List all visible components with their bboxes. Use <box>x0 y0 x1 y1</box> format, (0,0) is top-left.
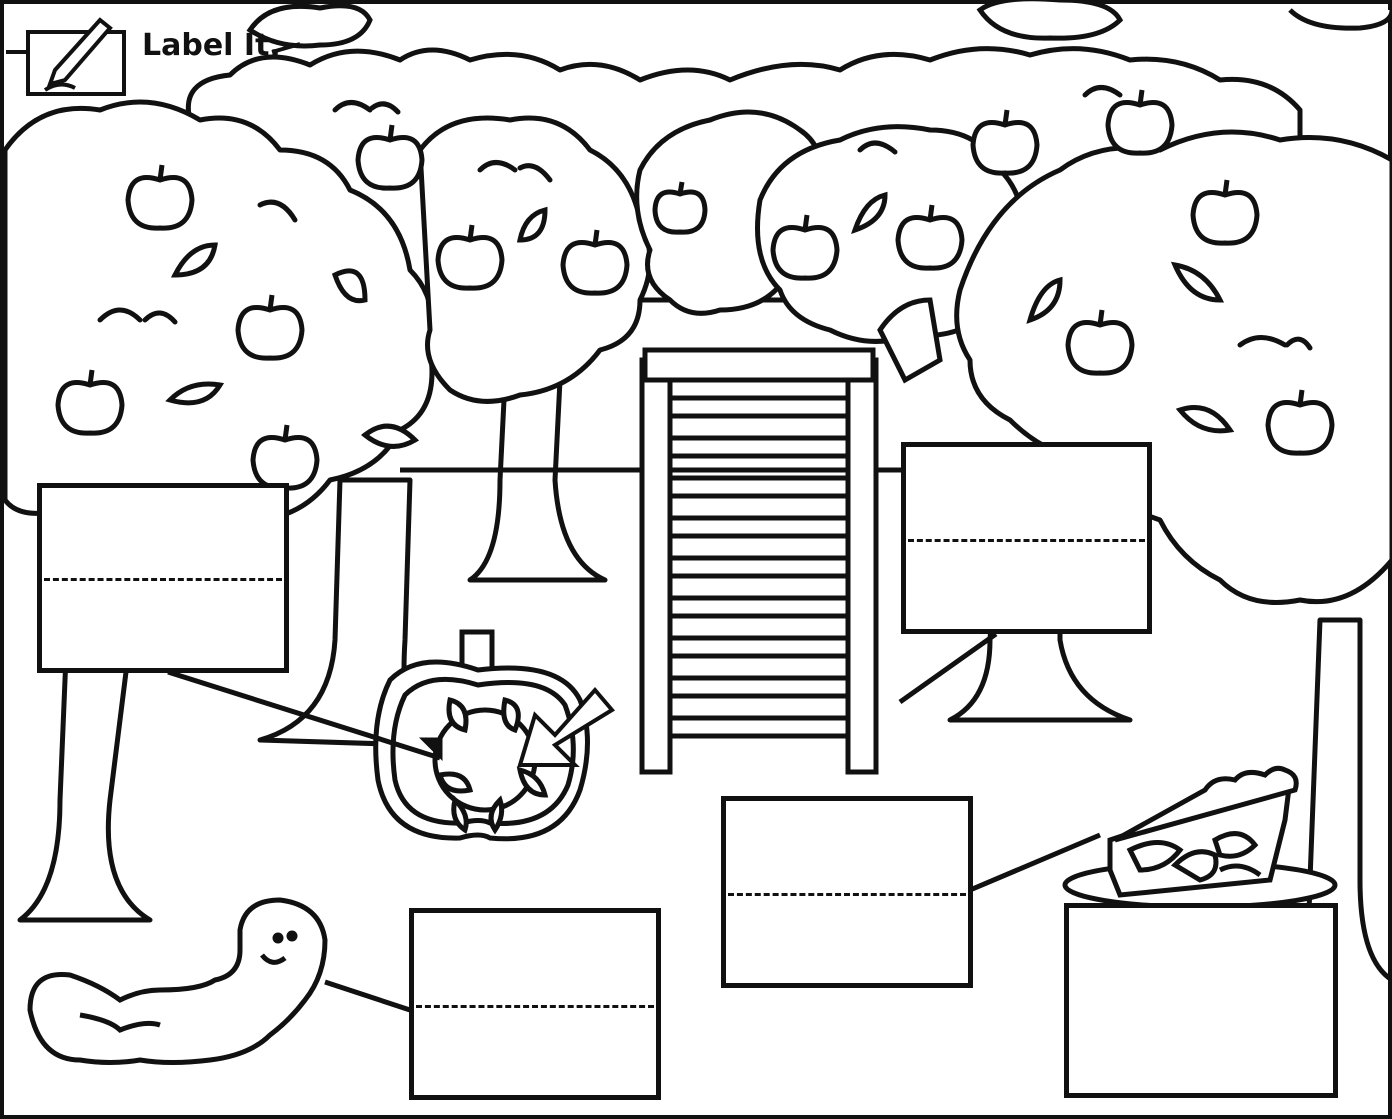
label-box-seeds[interactable] <box>721 796 973 988</box>
writing-guide-line <box>416 1005 654 1008</box>
label-box-ladder[interactable] <box>901 442 1152 634</box>
writing-guide-line <box>728 893 966 896</box>
label-box-tree[interactable] <box>37 483 289 673</box>
writing-guide-line <box>44 578 282 581</box>
worksheet-title: Label It. <box>142 28 281 63</box>
label-box-worm[interactable] <box>409 908 661 1100</box>
writing-guide-line <box>908 539 1145 542</box>
label-box-pie[interactable] <box>1064 903 1338 1098</box>
